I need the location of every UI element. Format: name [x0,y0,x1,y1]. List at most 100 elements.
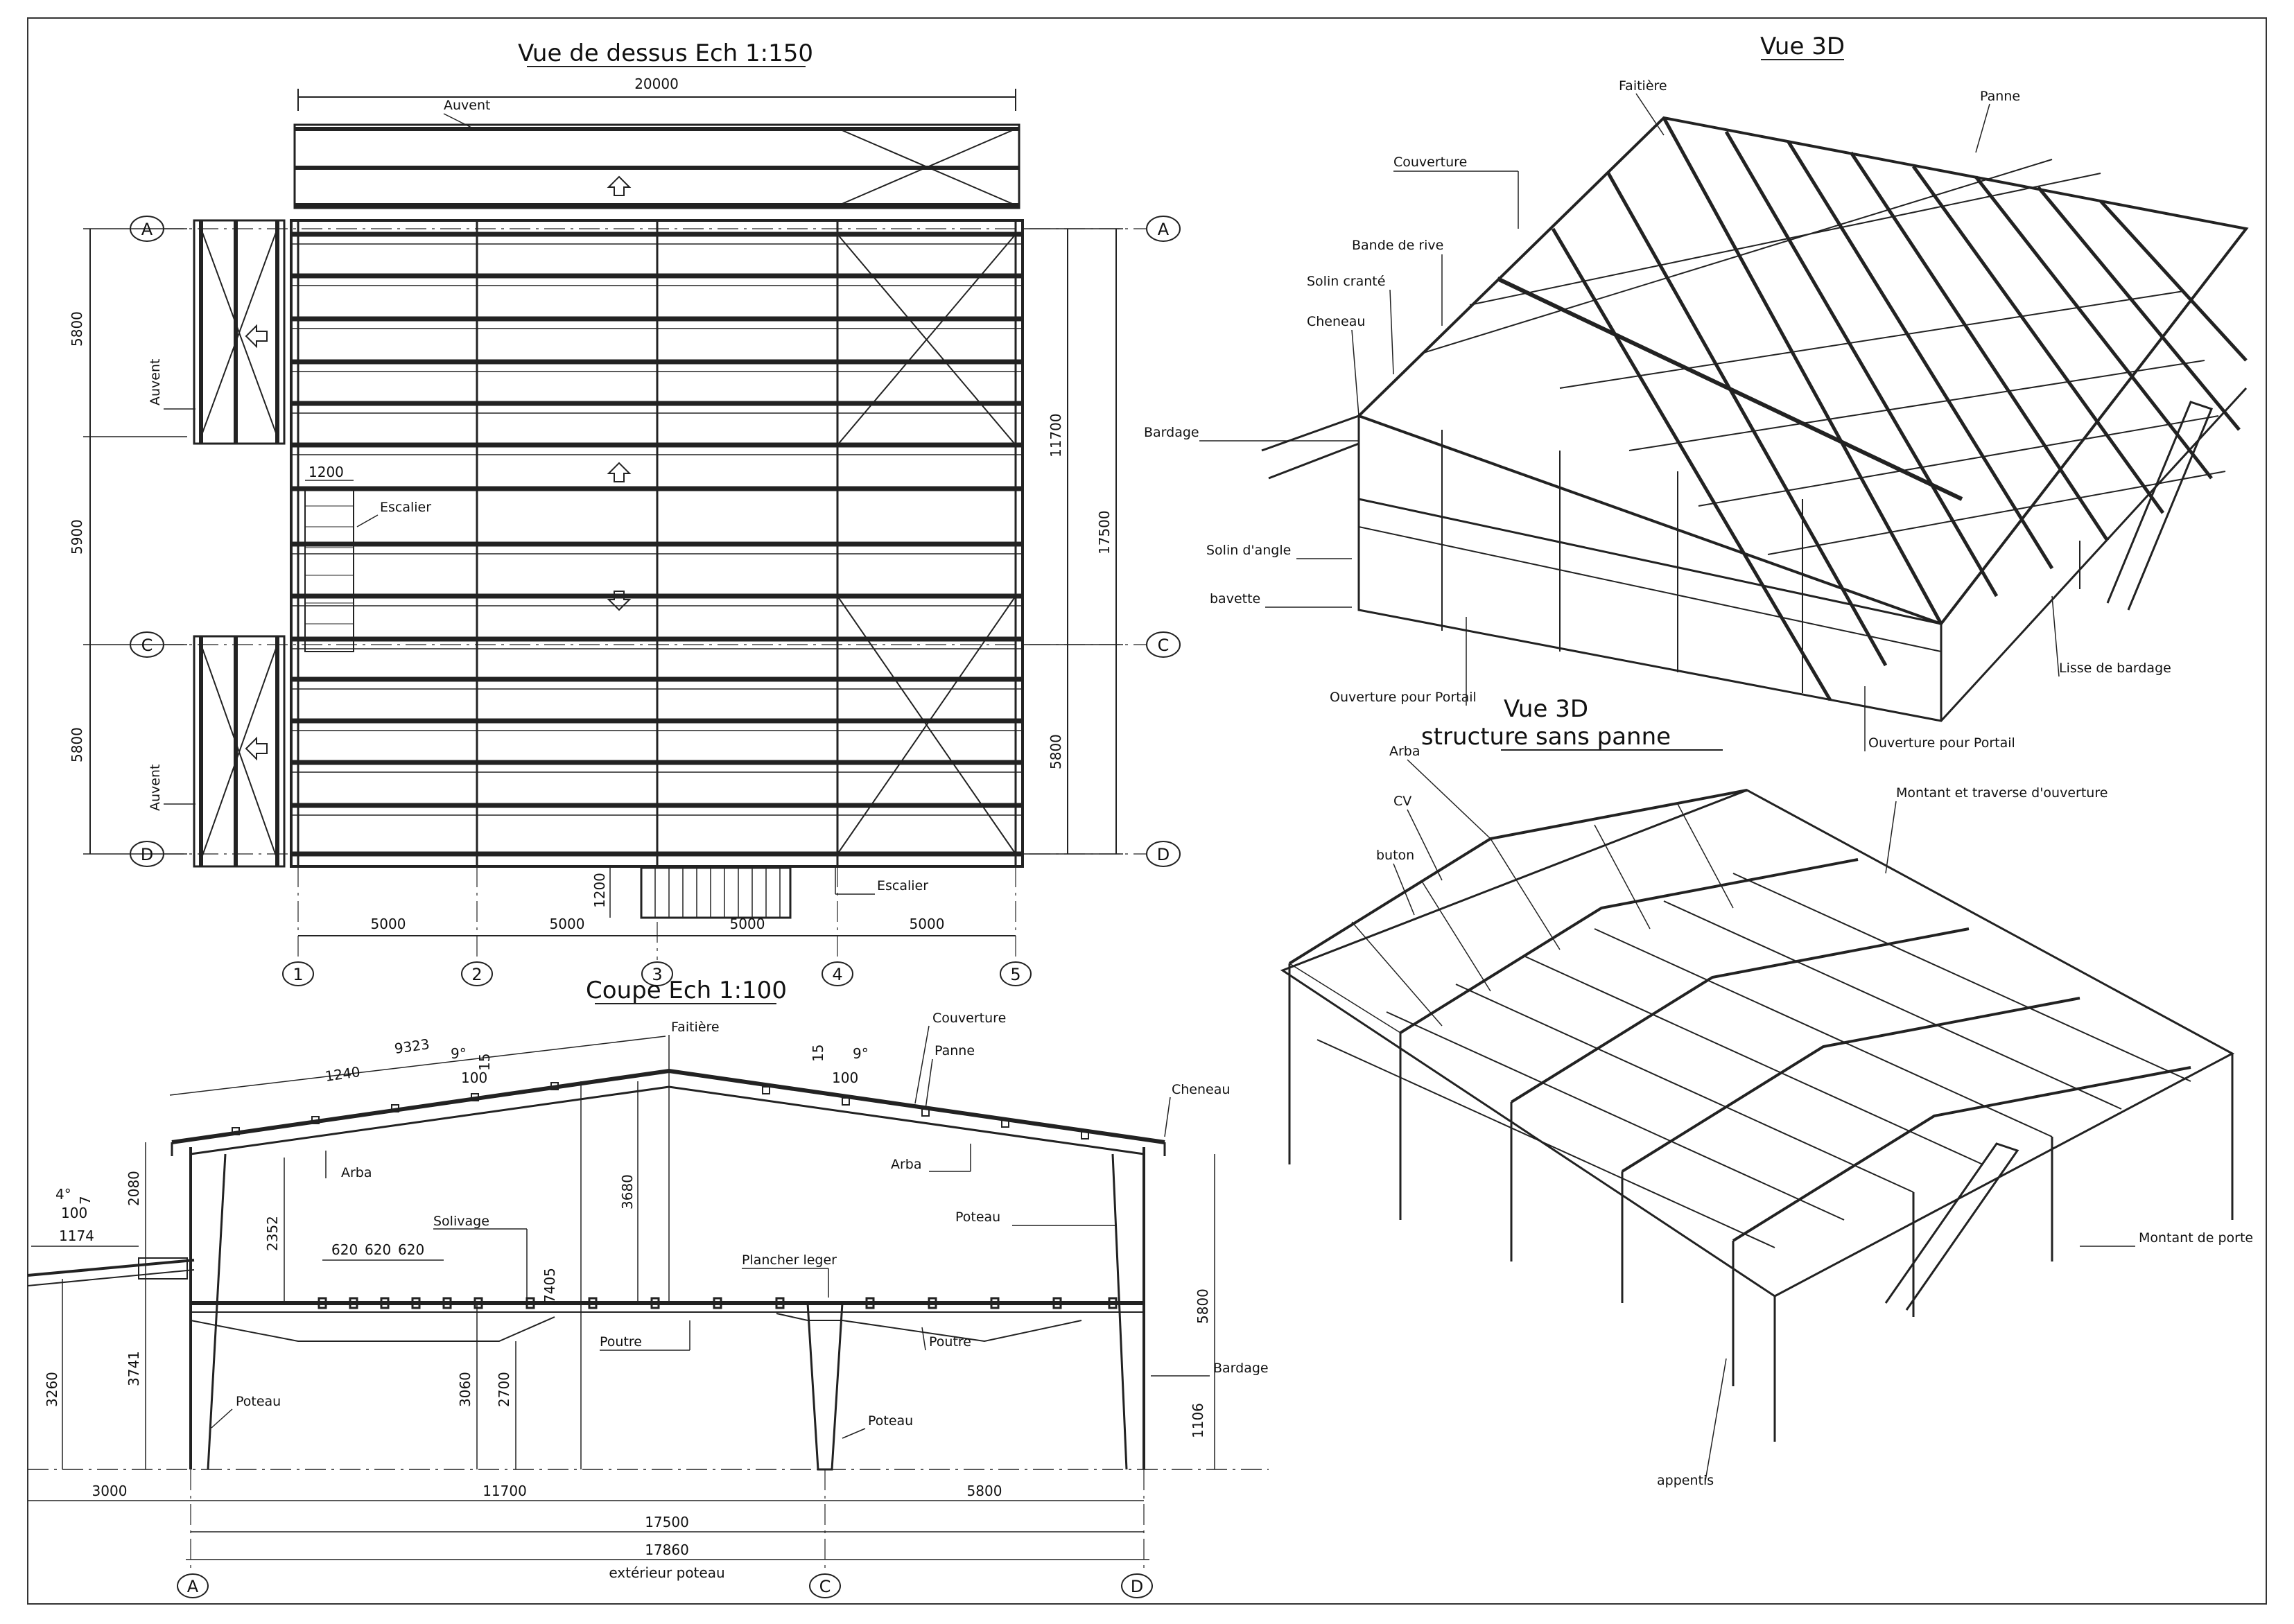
label-poteau-right: Poteau [955,1210,1000,1225]
label-solivage: Solivage [433,1214,489,1229]
canopy-section [27,1259,195,1277]
dim-right-17500: 17500 [1096,510,1113,555]
dim-slope-left-rise: 15 [476,1054,493,1071]
3d-label-bavette: bavette [1210,591,1260,606]
3d-rafters [1420,159,2226,555]
dim-7405: 7405 [541,1268,558,1303]
label-couverture: Couverture [932,1011,1006,1026]
dim-1200-b: 1200 [591,873,608,908]
3d-floor-joists [1317,873,2191,1248]
dim-slope-right-run: 100 [832,1069,858,1086]
3d-view-title: Vue 3D [1760,33,1845,60]
dim-total-17860: 17860 [645,1542,689,1558]
3d-label-ouverture-portail-1: Ouverture pour Portail [1330,690,1477,705]
grid-bubble-C-left: C [141,636,153,655]
3d-wall-posts [1441,430,2080,693]
dim-1106: 1106 [1190,1403,1206,1438]
stair-treads [654,868,781,918]
grid-bubble-2: 2 [471,965,482,984]
dim-span-5800: 5800 [967,1483,1002,1499]
grid-bubble-1: 1 [293,965,303,984]
section-grid-axes [190,1469,1145,1573]
label-arba-right: Arba [891,1157,922,1172]
3d-label-couverture: Couverture [1393,155,1467,170]
label-exterieur-poteau: extérieur poteau [609,1564,724,1581]
canopy-left-lower [193,635,286,868]
label-cheneau: Cheneau [1172,1082,1230,1097]
frame-lines [297,220,1017,866]
dim-2352: 2352 [264,1216,281,1251]
label-arba-left: Arba [341,1165,372,1180]
canopy-brace [838,128,1016,206]
3d-frame-outline [1280,789,2235,1298]
3d-gutter [1261,414,1360,480]
dim-canopy-1174: 1174 [59,1228,94,1244]
dim-3680: 3680 [619,1174,636,1210]
section-grid-A: A [187,1577,199,1596]
top-view-plan: Vue de dessus Ech 1:150 20000 Auvent [69,40,1181,986]
stair-opening [304,488,354,652]
beam-haunch-left [190,1316,555,1342]
dim-span-11700: 11700 [483,1483,527,1499]
leader [443,113,472,128]
label-poteau-mid: Poteau [868,1413,913,1429]
bay-dim-1: 5000 [371,916,406,932]
dim-joist-620-1: 620 [331,1241,358,1258]
3d-stair [2106,401,2214,611]
dim-1200-a: 1200 [309,464,344,480]
3d-columns [1288,963,2234,1442]
3d-label-lisse-de-bardage: Lisse de bardage [2059,661,2171,676]
3d-view-top: Vue 3D [1144,33,2249,751]
grid-bubble-D-left: D [141,845,153,864]
dim-rafter-9323: 9323 [393,1036,431,1057]
wind-bracing [837,234,1016,855]
label-poutre-left: Poutre [600,1334,642,1350]
slope-arrow [607,175,632,196]
sheet-frame [27,17,2267,1605]
dim-canopy-run: 100 [61,1205,87,1221]
3d-label-bande-de-rive: Bande de rive [1352,238,1443,253]
grid-bubble-A-right: A [1158,220,1170,239]
label-escalier-1: Escalier [380,500,431,515]
3d-bottom-stair [1884,1142,2019,1311]
section-grid-C: C [819,1577,831,1596]
3d-label-appentis: appentis [1657,1473,1714,1488]
dim-canopy-rise: 7 [77,1196,94,1205]
slope-arrow [245,736,268,761]
roof-purlins [232,1082,1089,1140]
grid-bubble-5: 5 [1010,965,1020,984]
label-escalier-2: Escalier [877,878,928,893]
slope-arrow [607,462,632,482]
bay-dim-2: 5000 [550,916,585,932]
grid-bubble-A-left: A [141,220,153,239]
3d-label-montant-de-porte: Montant de porte [2139,1230,2253,1246]
dim-2080: 2080 [125,1171,142,1206]
canopy-left-upper [193,219,286,445]
grid-bubble-D-right: D [1157,845,1170,864]
dim-joist-620-3: 620 [398,1241,424,1258]
joists [318,1297,1118,1309]
3d-label-solin-dangle: Solin d'angle [1206,543,1291,558]
label-poteau-left: Poteau [236,1394,281,1409]
dim-left-5900: 5900 [69,519,85,555]
label-auvent-top: Auvent [444,98,490,113]
exterior-stair [640,866,792,919]
grid-bubble-C-right: C [1158,636,1170,655]
3d-label-arba: Arba [1389,744,1420,759]
grid-bubble-3: 3 [652,965,662,984]
dim-3060: 3060 [457,1372,473,1407]
dim-slope-left-angle: 9° [451,1045,467,1062]
dim-2700: 2700 [496,1372,512,1407]
dim-3260: 3260 [44,1372,60,1407]
dim-3741: 3741 [125,1351,142,1386]
3d-label-panne: Panne [1980,89,2020,104]
slope-arrow [607,591,632,611]
label-poutre-right: Poutre [929,1334,971,1350]
grid-bubbles-rows: A A C C D D [130,216,1181,867]
3d-trusses [1289,803,1734,1033]
label-faitiere: Faitière [671,1020,720,1035]
dim-left-5800: 5800 [69,311,85,347]
dim-slope-right-rise: 15 [810,1045,826,1062]
dim-right-5800: 5800 [1048,734,1064,769]
beam-haunch-right [776,1313,1082,1343]
